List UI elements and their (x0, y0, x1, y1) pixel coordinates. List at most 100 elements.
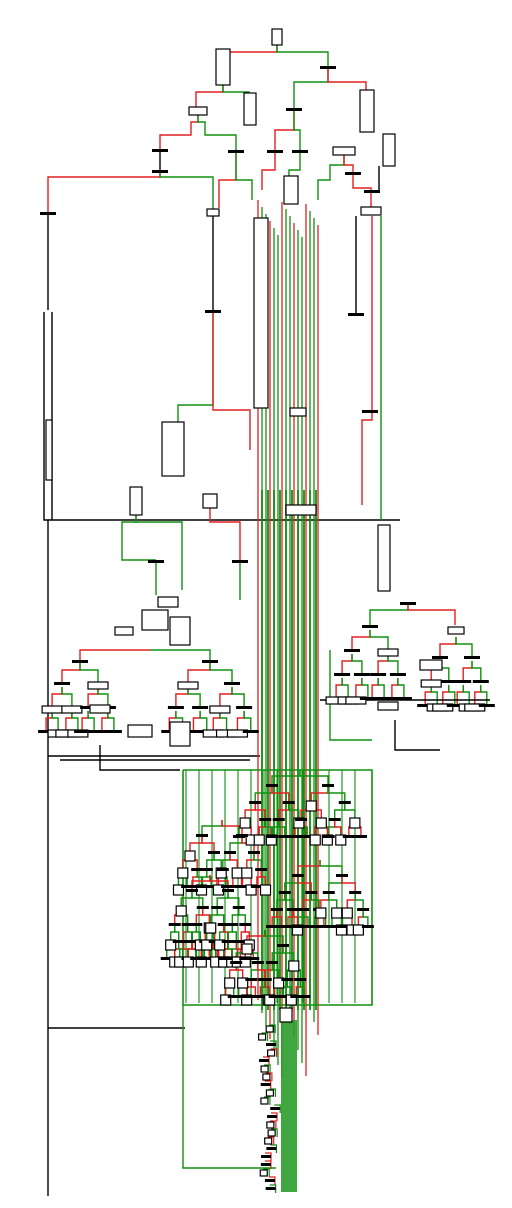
basic-block-257[interactable] (277, 944, 289, 947)
basic-block-82[interactable] (370, 673, 387, 676)
basic-block-6[interactable] (188, 106, 208, 116)
basic-block-168[interactable] (168, 923, 181, 926)
basic-block-83[interactable] (389, 673, 406, 676)
basic-block-167[interactable] (196, 906, 209, 909)
basic-block-273[interactable] (288, 960, 300, 972)
basic-block-170[interactable] (165, 939, 177, 951)
basic-block-224[interactable] (239, 957, 252, 960)
basic-block-104[interactable] (266, 784, 278, 787)
basic-block-152[interactable] (216, 868, 229, 871)
basic-block-250[interactable] (341, 907, 353, 919)
basic-block-15[interactable] (283, 175, 299, 205)
basic-block-17[interactable] (364, 190, 380, 193)
basic-block-12[interactable] (228, 150, 244, 153)
basic-block-305[interactable] (259, 1169, 268, 1177)
basic-block-156[interactable] (226, 885, 239, 888)
basic-block-198[interactable] (205, 922, 217, 934)
basic-block-89[interactable] (464, 656, 480, 659)
basic-block-86[interactable] (383, 697, 400, 700)
basic-block-96[interactable] (455, 680, 472, 683)
basic-block-165[interactable] (222, 889, 234, 892)
basic-block-53[interactable] (105, 730, 122, 733)
basic-block-131[interactable] (335, 834, 347, 846)
basic-block-58[interactable] (161, 730, 178, 733)
basic-block-200[interactable] (201, 939, 213, 951)
basic-block-69[interactable] (127, 724, 153, 738)
basic-block-41[interactable] (87, 681, 109, 690)
basic-block-236[interactable] (297, 908, 310, 911)
basic-block-163[interactable] (259, 884, 272, 896)
basic-block-166[interactable] (175, 905, 187, 917)
basic-block-133[interactable] (354, 835, 367, 838)
basic-block-1[interactable] (271, 28, 283, 46)
basic-block-125[interactable] (301, 835, 314, 838)
basic-block-137[interactable] (208, 851, 220, 854)
basic-block-33[interactable] (232, 560, 248, 563)
basic-block-10[interactable] (152, 149, 168, 152)
basic-block-122[interactable] (295, 818, 308, 821)
basic-block-72[interactable] (447, 626, 465, 635)
basic-block-84[interactable] (364, 697, 381, 700)
basic-block-307[interactable] (265, 1187, 276, 1190)
basic-block-120[interactable] (305, 800, 317, 812)
basic-block-109[interactable] (259, 818, 272, 821)
basic-block-90[interactable] (420, 679, 442, 688)
basic-block-126[interactable] (309, 834, 321, 846)
basic-block-285[interactable] (298, 995, 311, 998)
basic-block-75[interactable] (377, 648, 399, 657)
basic-block-292[interactable] (260, 1065, 269, 1073)
basic-block-284[interactable] (290, 995, 303, 998)
basic-block-63[interactable] (236, 706, 253, 709)
basic-block-164[interactable] (186, 889, 198, 892)
basic-block-20[interactable] (40, 212, 56, 215)
basic-block-280[interactable] (281, 978, 294, 981)
basic-block-26[interactable] (377, 524, 391, 592)
basic-block-266[interactable] (245, 978, 258, 981)
basic-block-52[interactable] (93, 730, 110, 733)
basic-block-172[interactable] (160, 957, 173, 960)
basic-block-251[interactable] (357, 908, 370, 911)
basic-block-142[interactable] (186, 885, 199, 888)
basic-block-176[interactable] (177, 940, 190, 943)
basic-block-70[interactable] (169, 721, 191, 747)
basic-block-2[interactable] (215, 48, 231, 86)
basic-block-112[interactable] (253, 834, 265, 846)
basic-block-3[interactable] (243, 92, 257, 126)
basic-block-196[interactable] (211, 906, 224, 909)
basic-block-136[interactable] (184, 850, 196, 862)
basic-block-234[interactable] (281, 925, 294, 928)
basic-block-121[interactable] (338, 801, 351, 804)
basic-block-264[interactable] (232, 995, 245, 998)
basic-block-213[interactable] (239, 923, 252, 926)
basic-block-297[interactable] (270, 1107, 281, 1110)
basic-block-31[interactable] (202, 493, 218, 509)
basic-block-67[interactable] (242, 730, 259, 733)
basic-block-42[interactable] (41, 705, 63, 714)
basic-block-291[interactable] (259, 1059, 270, 1062)
basic-block-11[interactable] (152, 170, 168, 173)
basic-block-238[interactable] (292, 925, 305, 928)
basic-block-259[interactable] (251, 961, 264, 964)
basic-block-160[interactable] (236, 885, 249, 888)
basic-block-227[interactable] (336, 874, 348, 877)
basic-block-92[interactable] (417, 704, 434, 707)
basic-block-54[interactable] (177, 681, 199, 690)
basic-block-151[interactable] (248, 851, 260, 854)
basic-block-287[interactable] (265, 1025, 274, 1033)
basic-block-28[interactable] (289, 407, 307, 417)
basic-block-29[interactable] (285, 504, 317, 516)
basic-block-129[interactable] (349, 817, 361, 829)
basic-block-212[interactable] (226, 923, 239, 926)
basic-block-123[interactable] (315, 817, 327, 829)
basic-block-301[interactable] (264, 1137, 273, 1145)
basic-block-5[interactable] (359, 89, 375, 133)
basic-block-293[interactable] (262, 1073, 271, 1081)
basic-block-268[interactable] (241, 995, 254, 998)
basic-block-24[interactable] (161, 421, 185, 477)
basic-block-62[interactable] (209, 705, 231, 714)
basic-block-276[interactable] (255, 995, 268, 998)
basic-block-302[interactable] (266, 1147, 277, 1150)
basic-block-290[interactable] (267, 1049, 276, 1057)
basic-block-91[interactable] (440, 680, 457, 683)
basic-block-34[interactable] (157, 596, 179, 608)
